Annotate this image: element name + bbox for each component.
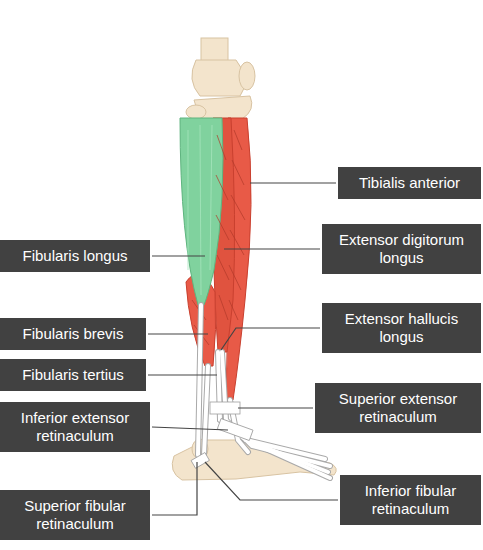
label-box: Tibialis anterior — [338, 167, 481, 199]
label-box: Fibularis longus — [0, 240, 150, 272]
green-fibres — [188, 125, 212, 295]
fibularis-longus-muscle — [180, 118, 223, 305]
leader-line — [224, 248, 320, 249]
label-box: Extensor digitorum longus — [322, 224, 481, 274]
leader-line — [148, 374, 217, 375]
leader-line — [238, 407, 313, 408]
leader-line — [205, 462, 338, 500]
label-box: Fibularis tertius — [0, 359, 146, 391]
leader-line — [221, 328, 320, 350]
label-text: Fibularis tertius — [8, 366, 138, 384]
retinacula — [191, 402, 253, 468]
label-box: Fibularis brevis — [0, 318, 146, 350]
leader-line — [152, 255, 205, 256]
fibula-head — [186, 105, 206, 119]
bones — [172, 38, 336, 480]
label-text: Fibularis brevis — [8, 325, 138, 343]
leader-line — [148, 333, 208, 334]
label-box: Inferior extensor retinaculum — [0, 402, 150, 452]
label-text: Extensor digitorum longus — [330, 231, 473, 267]
label-text: Superior extensor retinaculum — [323, 390, 473, 426]
leader-line — [152, 427, 228, 430]
label-box: Superior fibular retinaculum — [0, 490, 150, 540]
label-text: Extensor hallucis longus — [330, 310, 473, 346]
label-text: Superior fibular retinaculum — [8, 497, 142, 533]
leader-line — [152, 462, 197, 515]
label-text: Inferior extensor retinaculum — [8, 409, 142, 445]
tendons — [198, 305, 330, 478]
patella — [239, 62, 255, 90]
label-box: Superior extensor retinaculum — [315, 383, 481, 433]
label-box: Extensor hallucis longus — [322, 303, 481, 353]
leader-line — [250, 182, 336, 183]
leader-lines — [148, 183, 338, 515]
femur-condyle — [192, 60, 245, 96]
fibular-band — [191, 453, 209, 469]
superior-extensor-band — [210, 402, 240, 414]
label-text: Inferior fibular retinaculum — [348, 482, 473, 518]
label-text: Fibularis longus — [8, 247, 142, 265]
label-box: Inferior fibular retinaculum — [340, 475, 481, 525]
label-text: Tibialis anterior — [346, 174, 473, 192]
